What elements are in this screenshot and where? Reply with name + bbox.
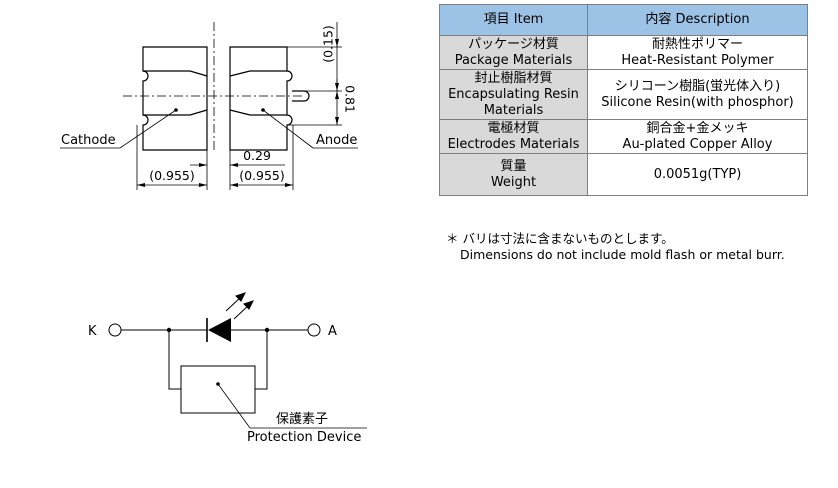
header-item: 項目 Item [439, 4, 588, 36]
package-right-half [229, 46, 293, 151]
cathode-label: Cathode [61, 133, 116, 148]
item-en: Encapsulating Resin [448, 86, 579, 102]
dim-top-label: (0.15) [321, 25, 336, 63]
anode-leader [262, 109, 314, 149]
note-en: Dimensions do not include mold flash or … [460, 247, 785, 262]
desc-en: Au-plated Copper Alloy [622, 136, 773, 152]
header-description: 内容 Description [587, 4, 808, 36]
item-jp: パッケージ材質 [468, 36, 559, 52]
row-item-resin: 封止樹脂材質 Encapsulating Resin Materials [439, 69, 588, 120]
row-desc-resin: シリコーン樹脂(蛍光体入り) Silicone Resin(with phosp… [587, 69, 808, 120]
package-drawing: (0.15) 0.81 0.29 (0.955) (0.955) Cathode… [60, 22, 358, 190]
dim-arrow [230, 183, 238, 187]
dim-arrow [199, 183, 207, 187]
dim-arrow [335, 83, 339, 91]
protection-label-en: Protection Device [247, 430, 361, 445]
anode-terminal [307, 323, 321, 337]
dim-gap-label: 0.29 [243, 148, 271, 163]
dim-arrow [137, 183, 145, 187]
table-row: 質量 Weight 0.0051g(TYP) [439, 153, 808, 196]
dim-arrow [335, 39, 339, 47]
protection-label-jp: 保護素子 [276, 411, 328, 427]
row-desc-weight: 0.0051g(TYP) [587, 153, 808, 196]
dim-height-label: 0.81 [343, 85, 358, 113]
row-desc-package: 耐熱性ポリマー Heat-Resistant Polymer [587, 35, 808, 70]
cathode-leader [119, 109, 177, 149]
desc-jp: シリコーン樹脂(蛍光体入り) [614, 78, 781, 94]
dim-arrow [285, 183, 293, 187]
table-header-row: 項目 Item 内容 Description [439, 4, 808, 36]
dim-arrow [199, 163, 207, 167]
circuit-diagram: K A 保護素子 Protection Device [88, 292, 367, 445]
package-left-half [142, 46, 208, 151]
cathode-terminal-label: K [88, 324, 97, 339]
dim-arrow [335, 117, 339, 125]
item-en: Weight [490, 174, 537, 190]
row-item-weight: 質量 Weight [439, 153, 588, 196]
dim-left-width-label: (0.955) [149, 168, 195, 183]
led-symbol [206, 318, 231, 342]
dim-right-width-label: (0.955) [239, 168, 285, 183]
desc-en: Heat-Resistant Polymer [621, 52, 774, 68]
desc-jp: 銅合金+金メッキ [646, 120, 749, 136]
item-jp: 電極材質 [487, 120, 540, 136]
item-en: Electrodes Materials [447, 136, 580, 152]
protection-leader [217, 383, 251, 429]
anode-terminal-label: A [328, 324, 337, 339]
protection-device [180, 365, 256, 414]
row-desc-electrodes: 銅合金+金メッキ Au-plated Copper Alloy [587, 119, 808, 154]
item-en-cont: Materials [483, 102, 544, 118]
item-jp: 封止樹脂材質 [474, 70, 553, 86]
protection-leader-dot [216, 382, 220, 386]
dim-arrow [335, 91, 339, 99]
dim-arrow [230, 163, 238, 167]
row-item-package: パッケージ材質 Package Materials [439, 35, 588, 70]
desc-jp: 耐熱性ポリマー [651, 36, 743, 52]
row-item-electrodes: 電極材質 Electrodes Materials [439, 119, 588, 154]
anode-electrode [229, 70, 287, 116]
spec-table: 項目 Item 内容 Description パッケージ材質 Package M… [439, 4, 808, 196]
table-row: 封止樹脂材質 Encapsulating Resin Materials シリコ… [439, 69, 808, 120]
protection-wire [168, 330, 268, 390]
table-row: 電極材質 Electrodes Materials 銅合金+金メッキ Au-pl… [439, 119, 808, 154]
item-en: Package Materials [454, 52, 573, 68]
item-jp: 質量 [500, 158, 527, 174]
cathode-electrode [143, 70, 208, 116]
desc-en: Silicone Resin(with phosphor) [601, 94, 794, 110]
note: ＊ バリは寸法に含まないものとします。 Dimensions do not in… [446, 231, 785, 263]
light-emission-arrows [225, 292, 254, 320]
table-row: パッケージ材質 Package Materials 耐熱性ポリマー Heat-R… [439, 35, 808, 70]
cathode-terminal [108, 323, 122, 337]
anode-label: Anode [316, 133, 357, 148]
note-jp: ＊ バリは寸法に含まないものとします。 [446, 231, 674, 246]
